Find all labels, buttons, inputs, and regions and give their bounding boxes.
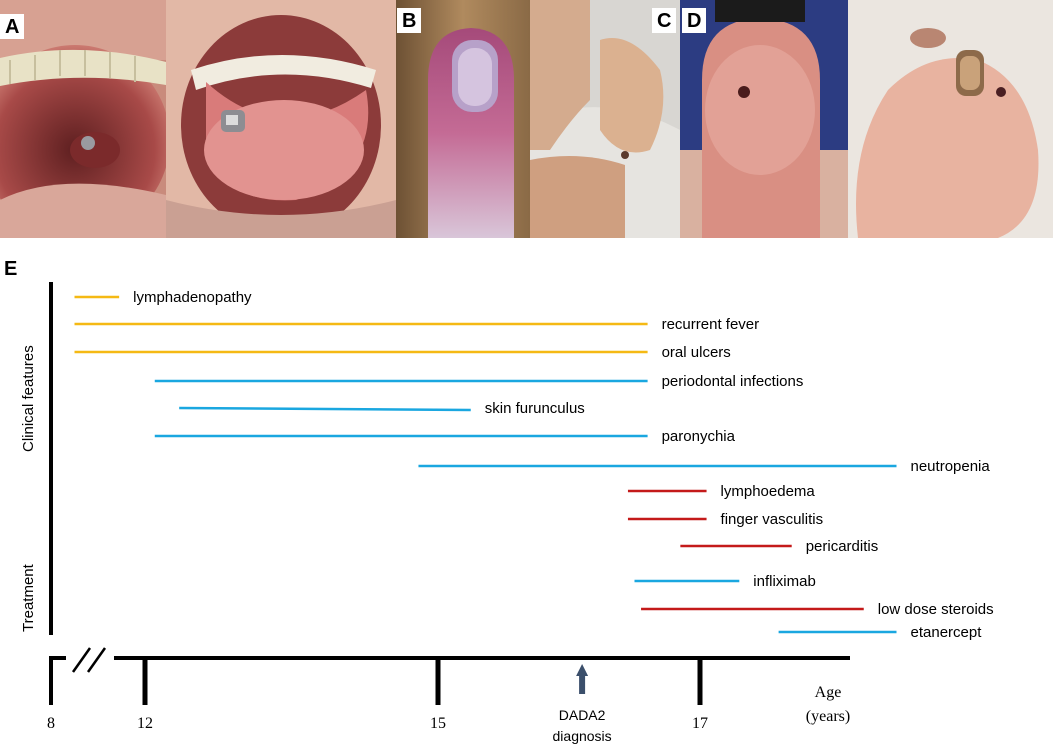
photo-panel-a-right <box>166 0 396 238</box>
bar-label-skin-furunculus: skin furunculus <box>485 400 585 417</box>
photo-panel-b <box>396 0 530 238</box>
panel-label-e: E <box>4 258 17 280</box>
axis-ticks: 8 12 15 17 <box>47 658 708 732</box>
diagnosis-marker: DADA2 diagnosis <box>553 664 612 744</box>
axis-title-age: Age <box>815 684 842 701</box>
bar-skin-furunculus <box>179 406 471 412</box>
section-label-clinical: Clinical features <box>20 345 37 452</box>
bar-label-neutropenia: neutropenia <box>911 458 991 475</box>
diagnosis-label-line1: DADA2 <box>559 707 606 723</box>
bar-label-infliximab: infliximab <box>753 573 816 590</box>
axis-tick-label-8: 8 <box>47 715 55 732</box>
bar-label-recurrent-fever: recurrent fever <box>662 316 760 333</box>
section-label-treatment: Treatment <box>20 563 37 632</box>
axis-tick-label-12: 12 <box>137 715 153 732</box>
axis-break-slash-2 <box>86 647 107 673</box>
panel-label-a: A <box>0 14 25 39</box>
bar-label-etanercept: etanercept <box>911 624 983 641</box>
panel-label-c: C <box>652 8 677 33</box>
axis-title-years: (years) <box>806 708 850 725</box>
photo-panel-d-left <box>680 0 848 238</box>
bar-label-pericarditis: pericarditis <box>806 538 879 555</box>
photo-panel-c <box>530 0 680 238</box>
panel-label-b: B <box>397 8 422 33</box>
bar-label-periodontal-infections: periodontal infections <box>662 373 804 390</box>
axis-start-segment <box>49 656 66 705</box>
axis-tick-label-17: 17 <box>692 715 708 732</box>
feature-bars: lymphadenopathy recurrent fever oral ulcer… <box>74 289 994 641</box>
panel-label-d: D <box>682 8 707 33</box>
photo-panel-a-left <box>0 0 166 238</box>
diagnosis-label-line2: diagnosis <box>553 728 612 744</box>
bar-label-low-dose-steroids: low dose steroids <box>878 601 994 618</box>
axis-tick-label-15: 15 <box>430 715 446 732</box>
bar-label-finger-vasculitis: finger vasculitis <box>721 511 824 528</box>
timeline-chart: E Clinical features Treatment Age (years… <box>4 258 994 744</box>
bar-label-oral-ulcers: oral ulcers <box>662 344 731 361</box>
bar-label-lymphoedema: lymphoedema <box>721 483 816 500</box>
photo-panel-d-right <box>848 0 1053 238</box>
bar-label-lymphadenopathy: lymphadenopathy <box>133 289 252 306</box>
bar-label-paronychia: paronychia <box>662 428 736 445</box>
axis-break-slash-1 <box>71 647 92 673</box>
diagnosis-arrow <box>576 664 589 694</box>
